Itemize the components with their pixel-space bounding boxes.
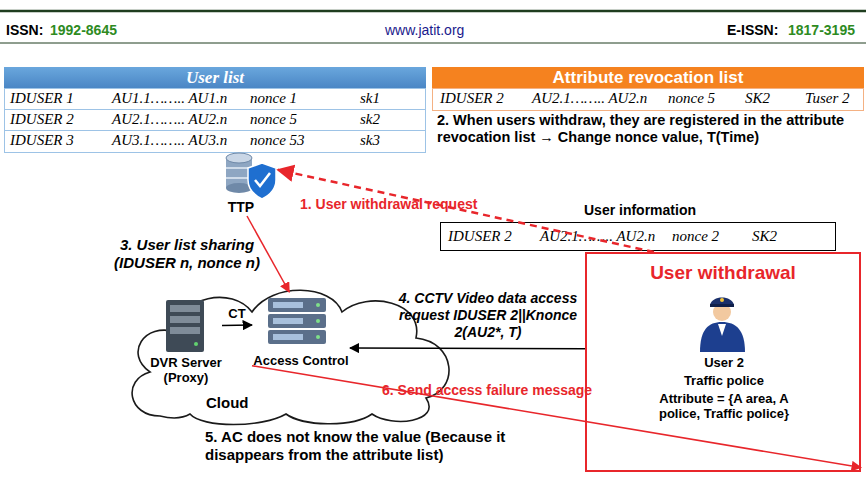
node-text: User 2: [674, 356, 774, 371]
server-slot: [273, 334, 303, 340]
actor-box: User withdrawalUser 2 Traffic policeAttri…: [585, 252, 861, 472]
user-list-table-body: [5, 89, 426, 153]
server-light: [194, 342, 198, 346]
edge-label: 3. User list sharing (IDUSER n, nonce n): [112, 236, 262, 272]
officer-badge: [720, 298, 724, 302]
table-cell: AU3.1…….. AU3.n: [112, 131, 227, 149]
revocation-table-body: [433, 89, 864, 111]
server-unit: [268, 298, 326, 312]
edge-label: 6. Send access failure message: [382, 382, 602, 399]
node-heading: Access Control: [252, 354, 350, 369]
table-cell: nonce 1: [250, 89, 297, 107]
header-rule: [0, 10, 866, 13]
node-heading: TTP: [216, 199, 266, 215]
node-heading: User information: [540, 202, 740, 218]
table-cell: SK2: [745, 89, 770, 107]
table-cell: nonce 2: [672, 227, 719, 245]
table-cell: IDUSER 3: [10, 131, 74, 149]
edge-label: 1. User withdrawal request: [300, 196, 540, 213]
table-cell: sk1: [360, 89, 380, 107]
shield-icon: [248, 163, 276, 199]
server-tower: [166, 300, 204, 352]
table-cell: AU1.1…….. AU1.n: [112, 89, 227, 107]
table-border: [5, 89, 426, 153]
officer-collar: [718, 324, 726, 336]
server-node: TTP: [216, 150, 278, 216]
table-rule: [5, 130, 426, 131]
table-cell: AU2.1…….. AU2.n: [112, 110, 227, 128]
server-light: [316, 303, 320, 307]
header-text: E-ISSN:: [727, 22, 778, 39]
server-node: DVR Server (Proxy): [150, 296, 222, 388]
table-cell: nonce 5: [250, 110, 297, 128]
server-light: [316, 335, 320, 339]
table-cell: nonce 53: [250, 131, 305, 149]
note-text: 2. When users withdraw, they are registe…: [437, 112, 862, 147]
user-info-table-border: [441, 223, 836, 251]
table-cell: IDUSER 2: [448, 227, 512, 245]
header-number: 1817-3195: [788, 22, 855, 39]
node-heading: DVR Server (Proxy): [150, 356, 222, 386]
table-cell: IDUSER 1: [10, 89, 74, 107]
note-text: 5. AC does not know the value (Because i…: [205, 428, 565, 464]
header-text: ISSN:: [6, 22, 43, 39]
server-light: [316, 319, 320, 323]
officer-cap: [710, 298, 734, 306]
table-cell: IDUSER 2: [440, 89, 504, 107]
header-url: www.jatit.org: [385, 22, 464, 39]
edge-label: CT: [222, 306, 252, 322]
server-bay: [170, 316, 200, 323]
server-bay: [170, 305, 200, 312]
database-body: [226, 158, 252, 188]
table-cell: AU2.1…….. AU2.n: [540, 227, 655, 245]
police-officer-icon: [700, 298, 745, 353]
table-cell: Tuser 2: [805, 89, 850, 107]
dvr-server-icon: [166, 300, 204, 352]
arrow-connector: [252, 366, 861, 468]
database-band: [226, 167, 252, 169]
server-bay: [170, 327, 200, 334]
table-cell: IDUSER 2: [10, 110, 74, 128]
server-slot: [273, 302, 303, 308]
node-heading: Attribute revocation list: [432, 67, 864, 88]
table-rule: [5, 109, 426, 110]
shield-check: [255, 173, 270, 186]
table-cell: AU2.1…….. AU2.n: [532, 89, 647, 107]
node-text: Traffic police: [654, 374, 794, 389]
access-control-server-icon: [268, 298, 326, 344]
server-slot: [273, 318, 303, 324]
table-cell: sk2: [360, 110, 380, 128]
node-heading: Cloud: [206, 394, 276, 411]
header-number: 1992-8645: [50, 22, 117, 39]
table-cell: SK2: [752, 227, 777, 245]
node-heading: User withdrawal: [587, 262, 859, 284]
node-text: Attribute = {A area, A police, Traffic p…: [644, 392, 804, 422]
server-node: Access Control: [252, 292, 350, 402]
arrow-connector: [222, 324, 252, 326]
node-heading: User list: [4, 67, 426, 88]
officer-body: [700, 322, 745, 352]
table-cell: nonce 5: [668, 89, 715, 107]
header-rule: [0, 43, 866, 44]
server-unit: [268, 330, 326, 344]
server-unit: [268, 314, 326, 328]
officer-head: [713, 303, 731, 321]
database-top: [226, 153, 252, 163]
arrow-connector: [278, 170, 654, 252]
table-cell: sk3: [360, 131, 380, 149]
database-base: [226, 183, 252, 193]
database-band: [226, 177, 252, 179]
arrow-connector: [350, 347, 585, 349]
officer-cap-brim: [710, 304, 734, 307]
edge-label: 4. CCTV Video data access request IDUSER…: [392, 290, 584, 340]
database-icon: [226, 153, 276, 199]
